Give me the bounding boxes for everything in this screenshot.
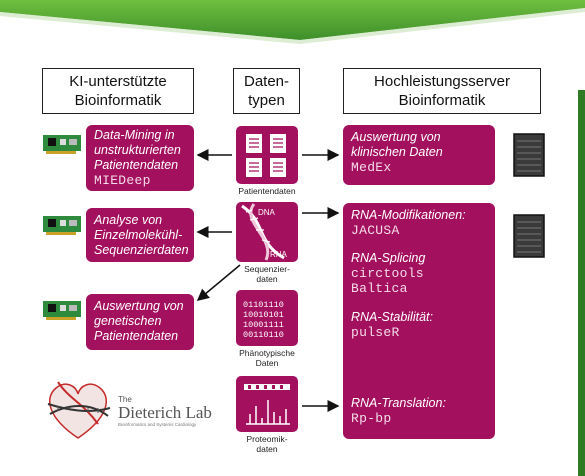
binary-line: 00110110 — [243, 330, 284, 340]
box-genetische-daten: Auswertung von genetischen Patientendate… — [86, 294, 194, 350]
caption-patientendaten: Patientendaten — [238, 186, 296, 196]
gpu-card-icon — [43, 216, 81, 235]
document-icon — [246, 134, 286, 177]
logo-subtitle: Bioinformatics and Systems Cardiology — [118, 422, 197, 427]
section-rna-stabilitaet: RNA-Stabilität: pulseR — [351, 310, 433, 340]
logo-the: The — [118, 395, 132, 404]
binary-line: 10010101 — [243, 310, 284, 320]
dieterich-lab-logo: The Dieterich Lab Bioinformatics and Sys… — [118, 395, 218, 427]
server-rack-icon — [513, 133, 545, 177]
box-klinische-daten: Auswertung von klinischen Daten MedEx — [343, 125, 495, 185]
binary-line: 10001111 — [243, 320, 284, 330]
logo-name: Dieterich Lab — [118, 403, 212, 422]
tile-proteomikdaten — [236, 376, 298, 432]
gpu-card-icon — [43, 301, 81, 320]
section-rna-modifikationen: RNA-Modifikationen: JACUSA — [351, 208, 466, 238]
dna-helix-icon — [241, 203, 285, 261]
box-rna-analysen: RNA-Modifikationen: JACUSA RNA-Splicing … — [343, 203, 495, 439]
tile-sequenzierdaten: DNA RNA — [236, 202, 298, 262]
box-einzelmolekuehl: Analyse von Einzelmolekühl- Sequenzierda… — [86, 208, 194, 262]
header-datentypen: Daten-typen — [233, 68, 300, 114]
heart-dna-logo-icon — [47, 381, 111, 439]
binary-line: 01101110 — [243, 300, 284, 310]
gpu-card-icon — [43, 135, 81, 154]
section-rna-translation: RNA-Translation: Rp-bp — [351, 396, 446, 426]
box-data-mining: Data-Mining in unstrukturierten Patiente… — [86, 125, 194, 191]
label-rna: RNA — [270, 250, 287, 259]
caption-proteomikdaten: Proteomik-daten — [246, 434, 288, 454]
top-banner — [0, 0, 585, 44]
spectrum-icon — [244, 384, 290, 425]
section-rna-splicing: RNA-Splicing circtools Baltica — [351, 251, 426, 296]
right-edge-bar — [578, 90, 585, 476]
tile-patientendaten — [236, 126, 298, 184]
caption-sequenzierdaten: Sequenzier-daten — [244, 264, 290, 284]
server-rack-icon — [513, 214, 545, 258]
tile-phaenotypische-daten: 01101110 10010101 10001111 00110110 — [236, 290, 298, 346]
label-dna: DNA — [258, 208, 275, 217]
